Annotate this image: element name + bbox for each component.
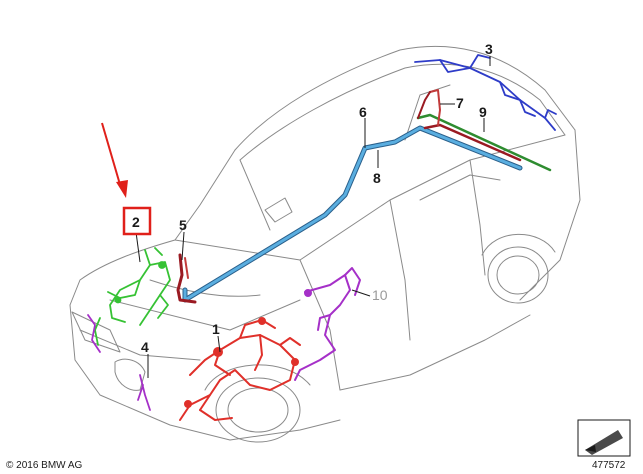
callout-3: 3 [485, 41, 493, 57]
harness-6-8 [182, 125, 523, 303]
harness-5 [176, 253, 197, 304]
callout-1: 1 [212, 321, 220, 337]
leader-lines [135, 56, 491, 378]
callout-2: 2 [132, 214, 140, 230]
harness-7-9 [416, 89, 552, 172]
callout-2-highlight-box [122, 206, 152, 236]
callout-7: 7 [456, 95, 464, 111]
callout-5: 5 [179, 217, 187, 233]
callout-6: 6 [359, 104, 367, 120]
harness-10 [294, 267, 361, 381]
harness-3 [414, 54, 557, 131]
callout-4: 4 [141, 339, 149, 355]
callout-9: 9 [479, 104, 487, 120]
copyright-text: © 2016 BMW AG [6, 460, 83, 471]
harness-4 [87, 314, 151, 411]
car-outline [69, 45, 581, 443]
callout-8: 8 [373, 170, 381, 186]
figure-number: 477572 [592, 460, 626, 471]
harness-1 [179, 317, 301, 421]
callout-10: 10 [372, 287, 388, 303]
harness-2 [94, 247, 171, 346]
figure-icon [577, 419, 631, 457]
highlight-arrow [101, 122, 128, 198]
